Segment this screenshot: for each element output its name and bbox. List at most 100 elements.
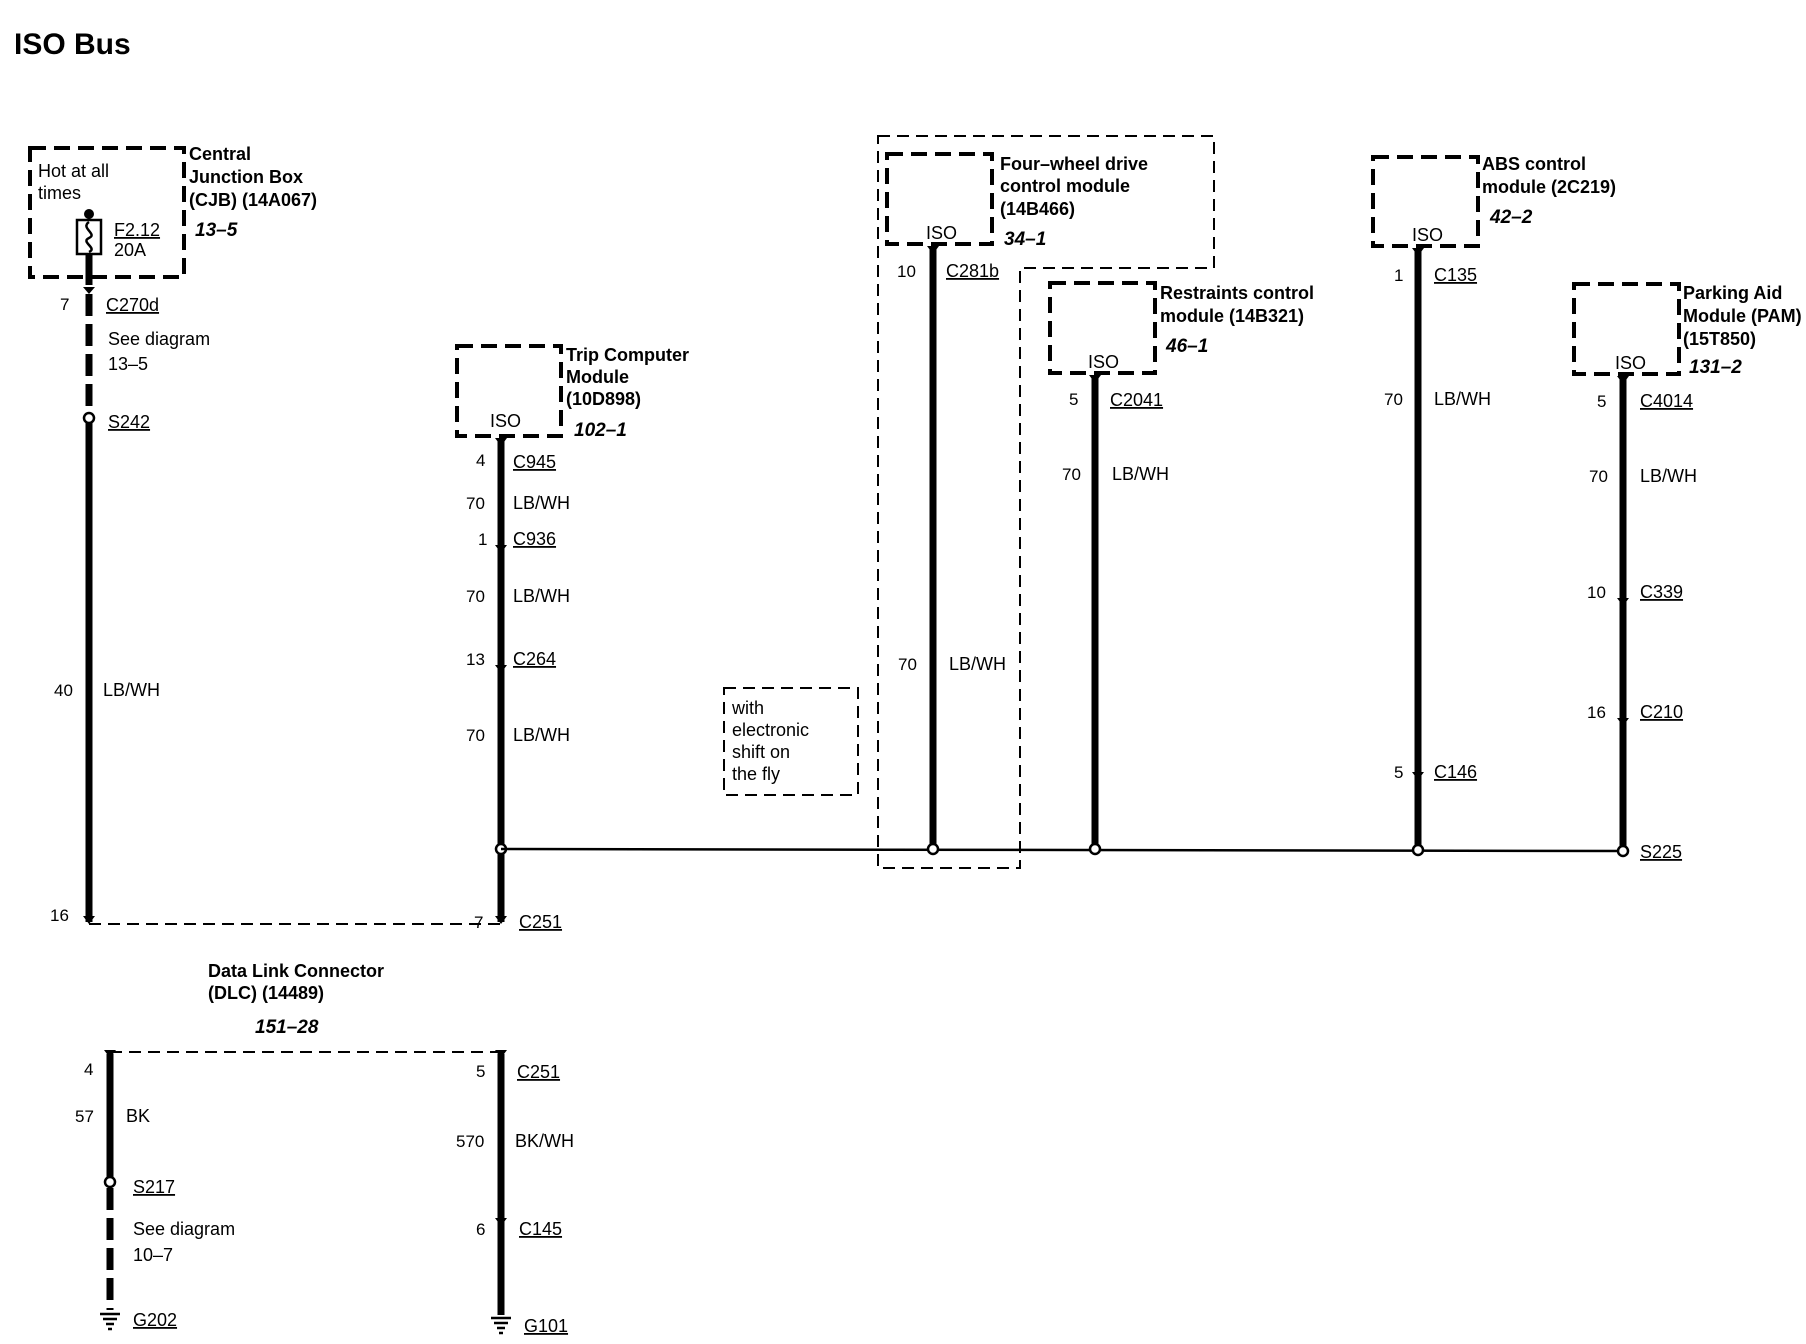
dlc-right-pin-5: 5 <box>476 1062 485 1081</box>
trip-conn-c945: C945 <box>513 452 556 472</box>
trip-color-3: LB/WH <box>513 725 570 745</box>
pam-group: Parking Aid Module (PAM) (15T850) 131–2 … <box>1572 282 1802 862</box>
pam-pin-16: 16 <box>1587 703 1606 722</box>
trip-circ-3: 70 <box>466 726 485 745</box>
note-box <box>723 687 859 796</box>
dlc-group: Data Link Connector (DLC) (14489) 151–28… <box>75 961 574 1336</box>
trip-computer-box <box>455 344 563 438</box>
cjb-pin-16: 16 <box>50 906 69 925</box>
abs-pin-1: 1 <box>1394 266 1403 285</box>
cjb-hot-label-1: Hot at all <box>38 161 109 181</box>
pam-circ: 70 <box>1589 467 1608 486</box>
cjb-name-2: Junction Box <box>189 167 303 187</box>
abs-bus-junction <box>1411 843 1425 857</box>
fwd-iso-label: ISO <box>926 223 957 243</box>
cjb-connector-bottom <box>83 916 95 924</box>
trip-pin-1: 1 <box>478 530 487 549</box>
trip-pin-13: 13 <box>466 650 485 669</box>
pam-name-2: Module (PAM) <box>1683 306 1802 326</box>
page-title: ISO Bus <box>14 28 131 61</box>
dlc-left-circ: 57 <box>75 1107 94 1126</box>
fwd-conn-c281b: C281b <box>946 261 999 281</box>
fwd-pin-10: 10 <box>897 262 916 281</box>
trip-iso-label: ISO <box>490 411 521 431</box>
abs-circ: 70 <box>1384 390 1403 409</box>
cjb-pin-7: 7 <box>60 295 69 314</box>
dlc-right-color: BK/WH <box>515 1131 574 1151</box>
trip-connector-c251 <box>495 916 507 924</box>
trip-conn-c264: C264 <box>513 649 556 669</box>
abs-ref: 42–2 <box>1489 207 1533 228</box>
fwd-color: LB/WH <box>949 654 1006 674</box>
fwd-name-2: control module <box>1000 176 1130 196</box>
fwd-ref: 34–1 <box>1004 229 1046 250</box>
note-line-2: electronic <box>732 720 809 740</box>
cjb-circuit-40: 40 <box>54 681 73 700</box>
pam-iso-label: ISO <box>1615 353 1646 373</box>
trip-pin-4: 4 <box>476 451 485 470</box>
splice-s242 <box>82 411 96 425</box>
splice-s225 <box>1616 844 1630 858</box>
splice-s217 <box>103 1175 117 1189</box>
note-group: with electronic shift on the fly <box>723 687 859 796</box>
cjb-name-3: (CJB) (14A067) <box>189 190 317 210</box>
iso-bus-line <box>500 847 1629 853</box>
pam-color: LB/WH <box>1640 466 1697 486</box>
pam-ref: 131–2 <box>1689 357 1742 378</box>
fwd-circ: 70 <box>898 655 917 674</box>
splice-s217-label: S217 <box>133 1177 175 1197</box>
cjb-color: LB/WH <box>103 680 160 700</box>
fuse-label: F2.12 <box>114 220 160 240</box>
trip-connector-c264 <box>495 665 507 673</box>
pam-conn-c210: C210 <box>1640 702 1683 722</box>
pam-name-3: (15T850) <box>1683 329 1756 349</box>
abs-connector-c146 <box>1412 772 1424 780</box>
abs-group: ABS control module (2C219) 42–2 ISO 1 C1… <box>1371 154 1616 857</box>
pam-connector-c339 <box>1617 598 1629 606</box>
trip-connector-c936 <box>495 545 507 553</box>
rcm-circ: 70 <box>1062 465 1081 484</box>
abs-box <box>1371 155 1480 248</box>
pam-pin-5: 5 <box>1597 392 1606 411</box>
fuse-element <box>85 220 93 254</box>
trip-circ-1: 70 <box>466 494 485 513</box>
dlc-name-1: Data Link Connector <box>208 961 384 981</box>
dlc-see-diagram-2: 10–7 <box>133 1245 173 1265</box>
note-line-3: shift on <box>732 742 790 762</box>
dlc-right-conn-c251: C251 <box>517 1062 560 1082</box>
abs-conn-c135: C135 <box>1434 265 1477 285</box>
rcm-name-2: module (14B321) <box>1160 306 1304 326</box>
cjb-ref: 13–5 <box>195 220 238 241</box>
dlc-ref: 151–28 <box>255 1017 319 1038</box>
cjb-connector-c270d <box>83 287 95 294</box>
ground-g202-label: G202 <box>133 1310 177 1330</box>
abs-name-1: ABS control <box>1482 154 1586 174</box>
cjb-hot-label-2: times <box>38 183 81 203</box>
trip-conn-c936: C936 <box>513 529 556 549</box>
dlc-name-2: (DLC) (14489) <box>208 983 324 1003</box>
fuse-rating: 20A <box>114 240 146 260</box>
cjb-see-diagram-2: 13–5 <box>108 354 148 374</box>
pam-conn-c4014: C4014 <box>1640 391 1693 411</box>
rcm-color: LB/WH <box>1112 464 1169 484</box>
dlc-conn-c145: C145 <box>519 1219 562 1239</box>
pam-pin-10: 10 <box>1587 583 1606 602</box>
dlc-pin-6: 6 <box>476 1220 485 1239</box>
rcm-pin-5: 5 <box>1069 390 1078 409</box>
dlc-right-circ: 570 <box>456 1132 484 1151</box>
trip-computer-group: Trip Computer Module (10D898) 102–1 ISO … <box>455 344 689 932</box>
abs-pin-5: 5 <box>1394 763 1403 782</box>
trip-circ-2: 70 <box>466 587 485 606</box>
pam-name-1: Parking Aid <box>1683 283 1782 303</box>
splice-s225-label: S225 <box>1640 842 1682 862</box>
cjb-name-1: Central <box>189 144 251 164</box>
cjb-group: Hot at all times Central Junction Box (C… <box>28 144 317 925</box>
dlc-left-color: BK <box>126 1106 150 1126</box>
rcm-box <box>1048 281 1157 375</box>
cjb-see-diagram-1: See diagram <box>108 329 210 349</box>
abs-iso-label: ISO <box>1412 225 1443 245</box>
fwd-name-1: Four–wheel drive <box>1000 154 1148 174</box>
rcm-iso-label: ISO <box>1088 352 1119 372</box>
cjb-box <box>28 146 186 279</box>
